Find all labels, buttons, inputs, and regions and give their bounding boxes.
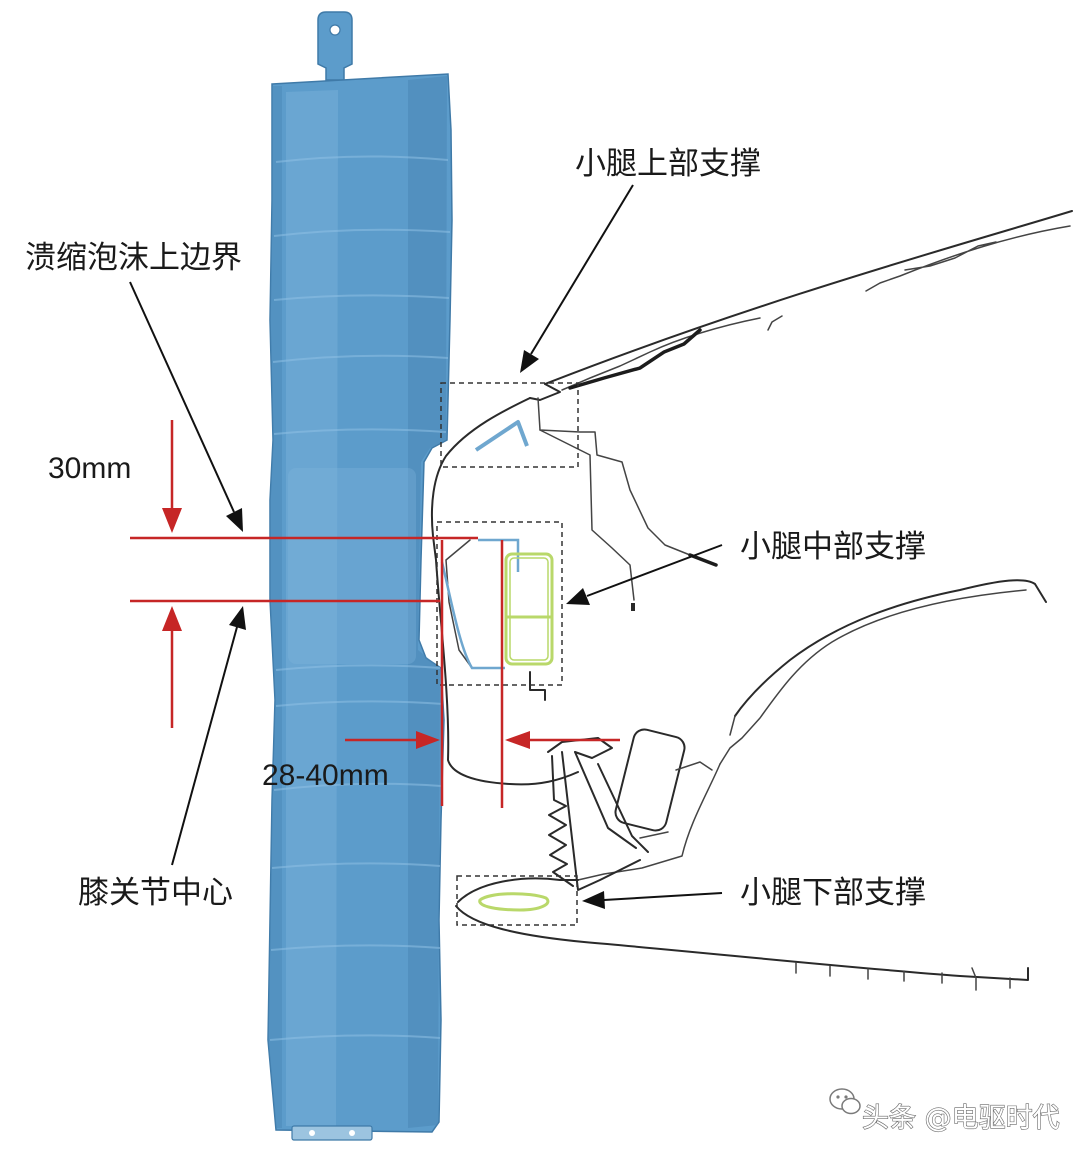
dim-30-arrow-bottom-head	[162, 606, 182, 631]
middle-support-leader	[586, 544, 723, 597]
upper-support-leader	[530, 184, 634, 355]
lower-support-region-box	[456, 875, 578, 926]
chat-bubble-icon	[829, 1088, 861, 1115]
dim-30-label: 30mm	[48, 452, 131, 485]
legform-impactor	[267, 11, 453, 1141]
middle-support-label: 小腿中部支撑	[740, 529, 926, 565]
legform-knee-block	[288, 468, 416, 664]
legform-seam	[273, 294, 450, 301]
watermark-text: 头条 @电驱时代	[862, 1103, 1060, 1134]
legform-seam	[269, 1034, 441, 1041]
lower-stiffener-spine	[561, 751, 641, 891]
lower-support-label: 小腿下部支撑	[740, 875, 926, 911]
legform-seam	[272, 354, 449, 363]
lower-support-leader	[603, 892, 723, 901]
hood-inner-panel	[561, 315, 783, 391]
lower-stiffener-serrated-edge	[548, 755, 574, 887]
foam-boundary-label: 溃缩泡沫上边界	[25, 240, 242, 276]
lower-support-pad	[478, 892, 550, 912]
dim-30-arrow-top-head	[162, 508, 182, 533]
hood-inner-line	[865, 225, 1071, 292]
lower-fascia-line	[577, 715, 736, 881]
dim-28-40-arrow-right-head	[505, 731, 530, 749]
upper-support-label: 小腿上部支撑	[575, 146, 761, 182]
legform-highlight-band	[286, 90, 338, 1126]
legform-seam	[273, 228, 451, 237]
lower-support-arrowhead	[582, 891, 605, 909]
knee-center-label: 膝关节中心	[78, 875, 233, 911]
lower-grille-inner-line	[719, 589, 1027, 765]
legform-bracket-hole	[309, 1130, 315, 1136]
upper-support-bracket	[474, 420, 529, 452]
hood-reinforcement	[568, 328, 702, 390]
middle-support-arrowhead	[566, 588, 590, 605]
foam-boundary-arrowhead	[226, 508, 243, 532]
legform-seam	[275, 700, 444, 707]
upper-support-arrowhead	[520, 350, 539, 373]
upper-bracket-line	[539, 429, 635, 601]
lower-grille-outer-line	[734, 579, 1047, 717]
watermark: 头条 @电驱时代	[829, 1088, 1060, 1135]
undertray-step	[971, 967, 977, 991]
legform-seam	[270, 944, 441, 951]
undertray-lower-line	[455, 905, 1029, 981]
dim-28-40-label: 28-40mm	[262, 759, 389, 792]
legform-seam	[273, 782, 442, 791]
legform-bottom-bracket	[291, 1125, 373, 1141]
foam-boundary-leader	[129, 281, 235, 513]
undertray-upper-line	[457, 877, 579, 903]
legform-top-tab	[317, 11, 353, 81]
legform-seam	[275, 155, 449, 163]
legform-seam	[271, 862, 441, 869]
knee-center-arrowhead	[229, 606, 246, 630]
lower-stiffener-right-edge	[574, 751, 649, 853]
knee-center-leader	[171, 626, 238, 866]
middle-support-blue-line	[440, 538, 520, 670]
legform-tab-hole	[329, 24, 341, 36]
lower-energy-absorber	[614, 728, 686, 832]
hood-front-edge	[529, 383, 561, 401]
lower-stiffener-bracket	[547, 737, 613, 759]
dimension-marks	[130, 420, 620, 808]
middle-support-clip	[529, 671, 546, 701]
middle-support-block-inner	[509, 557, 549, 661]
legform-seam	[275, 664, 441, 671]
hood-outer-line	[544, 210, 1073, 385]
upper-crossmember-end	[688, 553, 718, 567]
vehicle-front-profile	[430, 210, 1073, 991]
middle-support-fascia-line	[445, 539, 473, 669]
lower-absorber-mount	[639, 761, 713, 839]
legform-seam	[273, 428, 447, 435]
legform-bracket-hole	[349, 1130, 355, 1136]
upper-crossmember-line	[537, 397, 691, 556]
upper-bracket-mark	[631, 603, 635, 611]
support-details	[440, 420, 554, 912]
annotation-arrows	[129, 184, 723, 909]
undertray-clips	[795, 962, 1011, 989]
upper-support-region-box	[440, 382, 579, 468]
middle-support-block	[504, 552, 554, 666]
dim-28-40-arrow-left-head	[416, 731, 440, 749]
